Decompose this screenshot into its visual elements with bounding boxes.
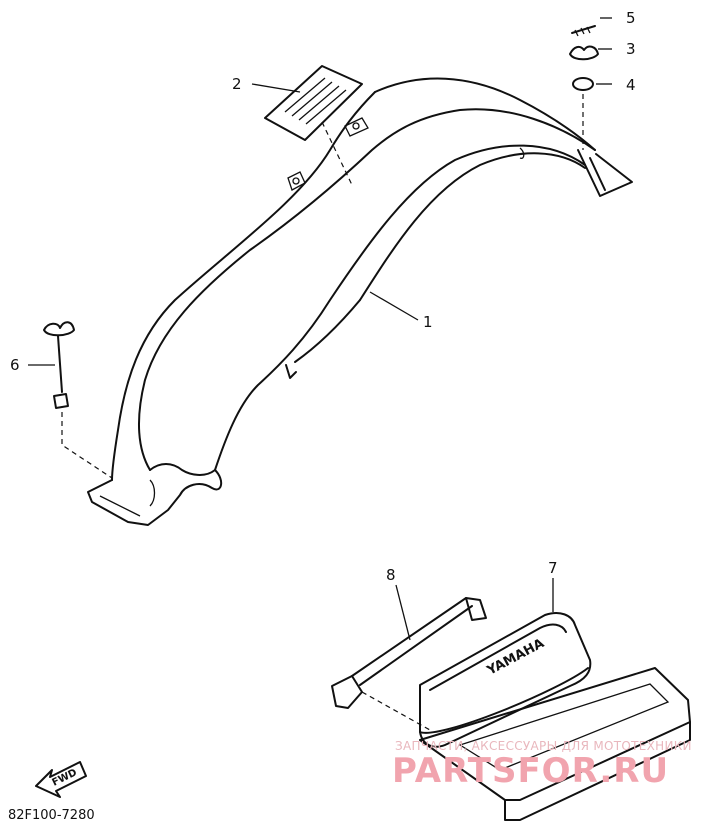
watermark: ЗАПЧАСТИ, АКСЕССУАРЫ ДЛЯ МОТОТЕХНИКИ PAR… (392, 739, 692, 791)
wing-nut-part-3 (569, 45, 599, 61)
strap-part-8 (331, 597, 487, 731)
callout-6: 6 (10, 356, 20, 374)
fwd-arrow-icon: FWD (35, 761, 87, 798)
watermark-brand: PARTSFOR.RU (392, 751, 669, 791)
callout-2: 2 (232, 75, 242, 93)
cover-base (419, 667, 691, 821)
cover-part-7: YAMAHA (419, 612, 592, 748)
watermark-tagline: ЗАПЧАСТИ, АКСЕССУАРЫ ДЛЯ МОТОТЕХНИКИ (395, 739, 692, 753)
fender-part-1 (87, 77, 633, 526)
screw-part-5 (571, 25, 596, 37)
callout-5: 5 (626, 9, 636, 27)
leader-lines (28, 17, 612, 641)
callout-1: 1 (423, 313, 433, 331)
callout-7: 7 (548, 559, 558, 577)
callout-3: 3 (626, 40, 636, 58)
bolt-part-6 (43, 321, 113, 479)
washer-part-4 (572, 77, 594, 91)
callout-4: 4 (626, 76, 636, 94)
callout-8: 8 (386, 566, 396, 584)
label-part-2 (264, 65, 363, 186)
diagram-code: 82F100-7280 (8, 808, 95, 823)
